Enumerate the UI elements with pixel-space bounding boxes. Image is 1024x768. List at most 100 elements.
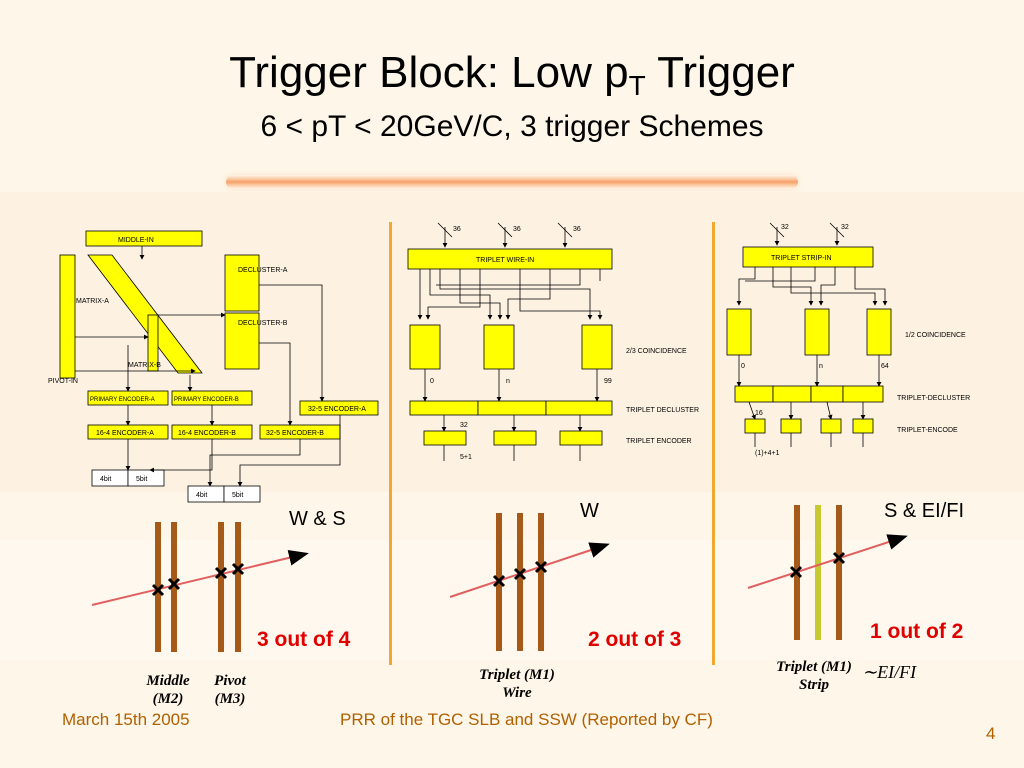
- middle-strip-2: [171, 522, 177, 652]
- decluster-b-label: DECLUSTER-B: [238, 320, 288, 327]
- s-coincidence-box-n: [804, 308, 830, 356]
- slide-subtitle: 6 < pT < 20GeV/C, 3 trigger Schemes: [260, 110, 764, 143]
- pivot-strip-1: [218, 522, 224, 652]
- hit-mark-4: [231, 562, 245, 576]
- hit-mark-1: [151, 583, 165, 597]
- w-hit-mark-2: [513, 567, 527, 581]
- index-0: 0: [430, 378, 434, 385]
- track-line-w: [449, 542, 610, 598]
- out-5bit-1-box: [127, 469, 165, 487]
- encoder-32-5-a-label: 32-5 ENCODER-A: [308, 406, 366, 413]
- middle-strip-1: [155, 522, 161, 652]
- block-diagram-ws: MIDDLE-IN MATRIX-A MATRIX-B PIVOT-IN DEC…: [48, 230, 379, 503]
- middle-in-label: MIDDLE-IN: [118, 237, 154, 244]
- encoder-16-4-b-label: 16-4 ENCODER-B: [178, 430, 236, 437]
- out-4bit-1-label: 4bit: [100, 476, 111, 483]
- coincidence-label: 2/3 COINCIDENCE: [626, 348, 687, 355]
- track-line-ws: [91, 549, 309, 606]
- footer-date: March 15th 2005: [62, 710, 190, 729]
- caption-triplet-wire: Triplet (M1) Wire: [479, 667, 555, 701]
- decluster-a-box: [224, 254, 260, 312]
- ei-fi-label: ∼EI/FI: [862, 662, 917, 682]
- decluster-label: TRIPLET DECLUSTER: [626, 407, 699, 414]
- hit-mark-3: [214, 566, 228, 580]
- footer-center: PRR of the TGC SLB and SSW (Reported by …: [340, 710, 713, 729]
- caption-triplet-strip: Triplet (M1) Strip: [776, 659, 852, 693]
- chamber-illustration-ws: [91, 522, 309, 652]
- s-decluster-box-3: [810, 385, 844, 403]
- s-index-n: n: [819, 363, 823, 370]
- s-decluster-box-1: [734, 385, 774, 403]
- decluster-a-label: DECLUSTER-A: [238, 267, 288, 274]
- s-coincidence-label: 1/2 COINCIDENCE: [905, 332, 966, 339]
- encoder-32-5-a-box: [299, 400, 379, 416]
- decluster-b-box: [224, 312, 260, 370]
- primary-encoder-a-label: PRIMARY ENCODER-A: [90, 397, 155, 403]
- triplet-strip-in-box: [742, 246, 874, 268]
- decluster-box-1: [409, 400, 479, 416]
- wire-strip-3: [538, 513, 544, 651]
- matrix-a-shape: [87, 254, 203, 374]
- block-diagram-s: 32 32 TRIPLET STRIP-IN 1/2 COINCIDENCE 0…: [726, 222, 970, 457]
- s-index-0: 0: [741, 363, 745, 370]
- s-encode-box-2: [780, 418, 802, 434]
- s-decluster-box-4: [842, 385, 884, 403]
- encoder-box-1: [423, 430, 467, 446]
- input-count-1: 36: [453, 226, 461, 233]
- pivot-in-box: [59, 254, 76, 379]
- primary-encoder-b-label: PRIMARY ENCODER-B: [174, 397, 239, 403]
- page-number: 4: [986, 724, 996, 743]
- encoder-box-3: [559, 430, 603, 446]
- s-encode-box-3: [820, 418, 842, 434]
- coincidence-box-0: [409, 324, 441, 370]
- chamber-illustration-w: [449, 513, 610, 651]
- s-bits-16: 16: [755, 410, 763, 417]
- track-line-s: [747, 534, 908, 589]
- s-input-count-1: 32: [781, 224, 789, 231]
- middle-in-box: [85, 230, 203, 247]
- hit-mark-2: [167, 577, 181, 591]
- index-99: 99: [604, 378, 612, 385]
- matrix-b-label: MATRIX-B: [128, 362, 161, 369]
- index-n: n: [506, 378, 510, 385]
- caption-middle: Middle (M2): [146, 673, 190, 707]
- s-encode-label: TRIPLET-ENCODE: [897, 427, 958, 434]
- scheme-label-s: S & EI/FI: [884, 500, 965, 522]
- result-w: 2 out of 3: [588, 628, 682, 651]
- out-5bit-1-label: 5bit: [136, 476, 147, 483]
- decluster-box-3: [545, 400, 613, 416]
- encoder-16-4-a-label: 16-4 ENCODER-A: [96, 430, 154, 437]
- scheme-label-w: W: [580, 500, 599, 522]
- s-index-64: 64: [881, 363, 889, 370]
- w-hit-mark-3: [534, 560, 548, 574]
- slide-title: Trigger Block: Low pT Trigger: [229, 48, 795, 101]
- s-encode-box-1: [744, 418, 766, 434]
- scheme-label-ws: W & S: [289, 508, 346, 530]
- block-diagram-w: 36 36 36 TRIPLET WIRE-IN 2/3 COINCIDENCE…: [407, 222, 699, 461]
- encoder-32-5-b-label: 32-5 ENCODER-B: [266, 430, 324, 437]
- s-decluster-label: TRIPLET-DECLUSTER: [897, 395, 970, 402]
- result-s: 1 out of 2: [870, 620, 964, 643]
- strip-in-label: TRIPLET STRIP-IN: [771, 255, 832, 262]
- decorative-rule: [226, 175, 798, 189]
- divider-left: [389, 222, 392, 665]
- w-hit-mark-1: [492, 574, 506, 588]
- bits-5p1: 5+1: [460, 454, 472, 461]
- encoder-label: TRIPLET ENCODER: [626, 438, 692, 445]
- wire-in-label: TRIPLET WIRE-IN: [476, 257, 534, 264]
- wire-strip-2: [517, 513, 523, 651]
- out-5bit-2-label: 5bit: [232, 492, 243, 499]
- divider-right: [712, 222, 715, 665]
- pivot-in-label: PIVOT-IN: [48, 378, 78, 385]
- chamber-illustration-s: [747, 505, 908, 640]
- s-coincidence-box-64: [866, 308, 892, 356]
- coincidence-box-99: [581, 324, 613, 370]
- s-hit-mark-1: [789, 565, 803, 579]
- input-count-3: 36: [573, 226, 581, 233]
- matrix-a-label: MATRIX-A: [76, 298, 109, 305]
- input-count-2: 36: [513, 226, 521, 233]
- coincidence-box-n: [483, 324, 515, 370]
- s-coincidence-box-0: [726, 308, 752, 356]
- pivot-strip-2: [235, 522, 241, 652]
- s-bits-out: (1)+4+1: [755, 450, 780, 457]
